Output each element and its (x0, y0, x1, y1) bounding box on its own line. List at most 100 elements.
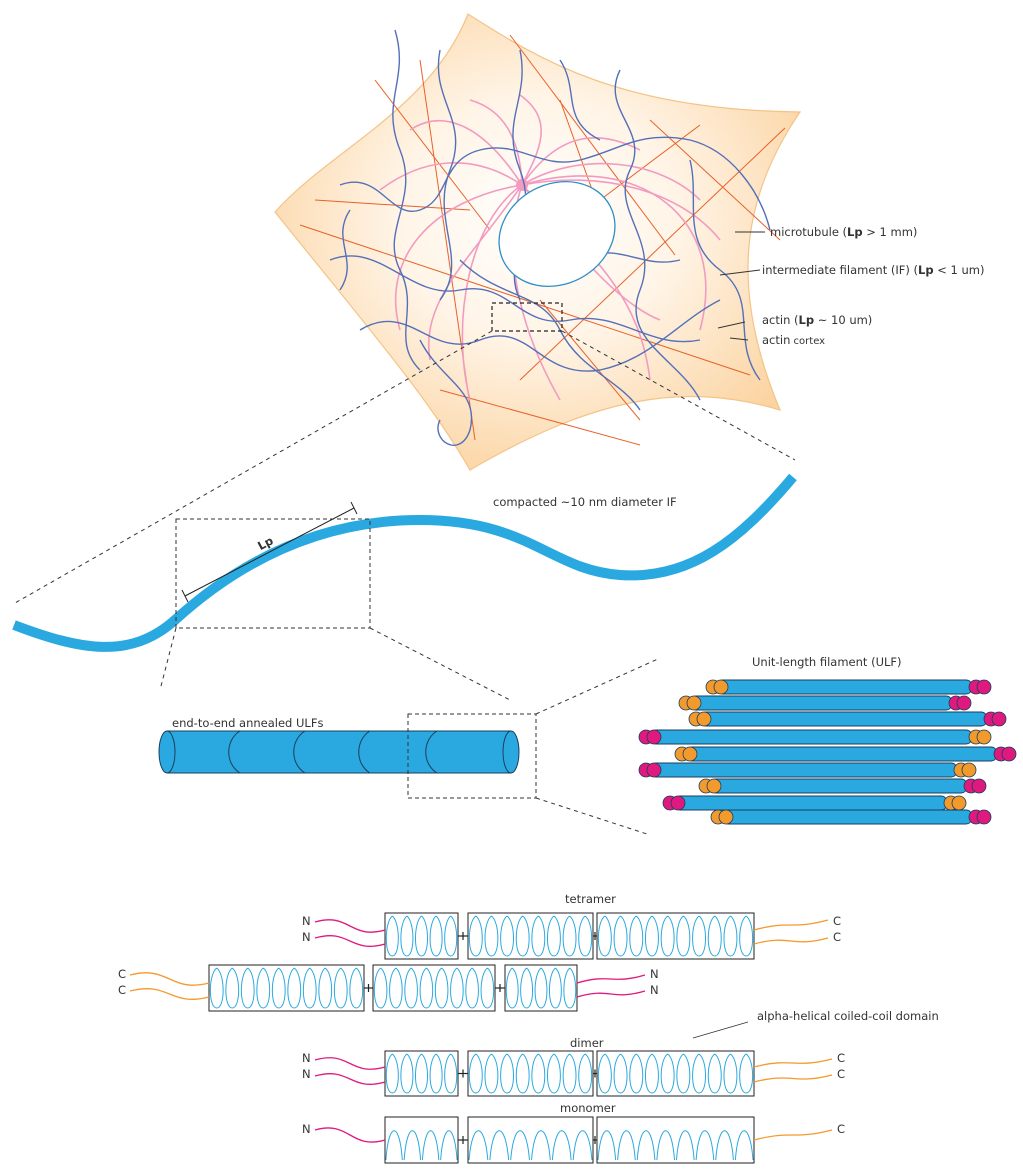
ulf-rod-right-end (991, 711, 1007, 727)
ulf-rod (662, 795, 967, 811)
n-label: N (302, 914, 311, 928)
ulf-rod (688, 711, 1007, 727)
cell (274, 13, 802, 471)
annealed-ulfs (158, 730, 520, 774)
ulf-rod (678, 695, 972, 711)
nucleus (498, 180, 616, 288)
ulf-rod-body (649, 729, 973, 745)
terminal-tail (314, 919, 386, 933)
coil-helix (385, 1130, 458, 1161)
ulf-rod-left-end (696, 711, 712, 727)
coil-segment (384, 912, 459, 960)
ulf-rod-body (721, 809, 973, 825)
coil-helix (505, 967, 577, 1009)
ulf-rod-right-end (976, 809, 992, 825)
annealed-zoom-box (407, 713, 537, 799)
ulf-rod (705, 679, 992, 695)
terminal-tail (753, 1129, 833, 1141)
ulf-rod-right-end (961, 762, 977, 778)
assembly (129, 912, 833, 1164)
coil-segment (467, 1050, 594, 1097)
coil-helix (468, 915, 593, 957)
terminal-tail (753, 919, 829, 931)
coil-helix (597, 1130, 754, 1161)
cell-leader-lines (717, 231, 765, 341)
ulf-rod-right-end (971, 778, 987, 794)
zoom-lines-3 (535, 657, 661, 836)
actin-label: actin (Lp ~ 10 um) (762, 313, 872, 327)
intermediate-filament-label: intermediate filament (IF) (Lp < 1 um) (762, 263, 984, 277)
centrosome (516, 179, 528, 191)
ulf-rod-body (689, 695, 953, 711)
ulf-rod-left-end (713, 679, 729, 695)
intermediate-filaments (329, 29, 771, 446)
lp-label: Lp (255, 533, 275, 553)
ulf-rod (638, 762, 977, 778)
n-label: N (302, 930, 311, 944)
coil-helix (385, 1053, 458, 1094)
terminal-tail (576, 990, 646, 998)
ulf-rod-right-end (976, 679, 992, 695)
zoom-lines-1 (14, 330, 796, 604)
coil-segment (208, 964, 365, 1012)
ulf-rod-body (673, 795, 948, 811)
coil-helix (468, 1053, 593, 1094)
ulf-rod-left-end (718, 809, 734, 825)
cell-zoom-box (491, 302, 563, 332)
ulf-rod-right-end (976, 729, 992, 745)
coil-segment (596, 1050, 755, 1097)
dimer-label: dimer (570, 1036, 604, 1050)
terminal-tail (129, 988, 210, 1000)
c-label: C (837, 1122, 845, 1136)
ulf-rod-body (709, 778, 968, 794)
n-label: N (302, 1067, 311, 1081)
zoom-lines-2 (159, 627, 511, 701)
n-label: N (650, 983, 659, 997)
ulf-rod (638, 729, 992, 745)
coil-segment (596, 912, 755, 960)
n-label: N (302, 1051, 311, 1065)
actin-cortex-label: actin cortex (762, 333, 825, 347)
coil-segment (384, 1116, 459, 1164)
ulf-rod-body (685, 746, 998, 762)
terminal-tail (753, 1058, 833, 1068)
ulf-rod-left-end (706, 778, 722, 794)
ulf-rod-body (699, 711, 988, 727)
monomer-label: monomer (560, 1101, 616, 1115)
tetramer-upper (314, 912, 829, 960)
terminal-tail (753, 937, 829, 945)
ulf-rod-left-end (646, 762, 662, 778)
coil-segment (384, 1050, 459, 1097)
tetramer-lower (129, 964, 646, 1012)
coil-helix (597, 915, 754, 957)
ulf-rod-left-end (686, 695, 702, 711)
terminal-letters: N N C C C C N N N N C C N C (118, 914, 845, 1136)
terminal-tail (314, 935, 386, 947)
microtubule-label: microtubule (Lp > 1 mm) (770, 225, 917, 239)
ulf-rod-left-end (682, 746, 698, 762)
tetramer-label: tetramer (565, 892, 616, 906)
ulf-label: Unit-length filament (ULF) (752, 655, 902, 669)
c-label: C (118, 967, 126, 981)
n-label: N (650, 967, 659, 981)
coil-domain-label: alpha-helical coiled-coil domain (757, 1009, 939, 1023)
compacted-if-label: compacted ~10 nm diameter IF (493, 495, 677, 509)
ulf-rod-right-end (951, 795, 967, 811)
coil-domain-leader (692, 1021, 749, 1039)
coil-segment (372, 964, 496, 1012)
c-label: C (833, 930, 841, 944)
n-label: N (302, 1122, 311, 1136)
coil-helix (209, 967, 364, 1009)
ulf-rod-left-end (646, 729, 662, 745)
coil-segment (467, 1116, 594, 1164)
ulf-rod (698, 778, 987, 794)
terminal-tail (314, 1073, 386, 1085)
ulf-rod-right-end (1001, 746, 1017, 762)
compacted-if (12, 473, 797, 652)
terminal-tail (576, 974, 646, 984)
c-label: C (118, 983, 126, 997)
coil-segment (504, 964, 578, 1012)
c-label: C (833, 914, 841, 928)
terminal-tail (314, 1127, 386, 1143)
coil-helix (373, 967, 495, 1009)
